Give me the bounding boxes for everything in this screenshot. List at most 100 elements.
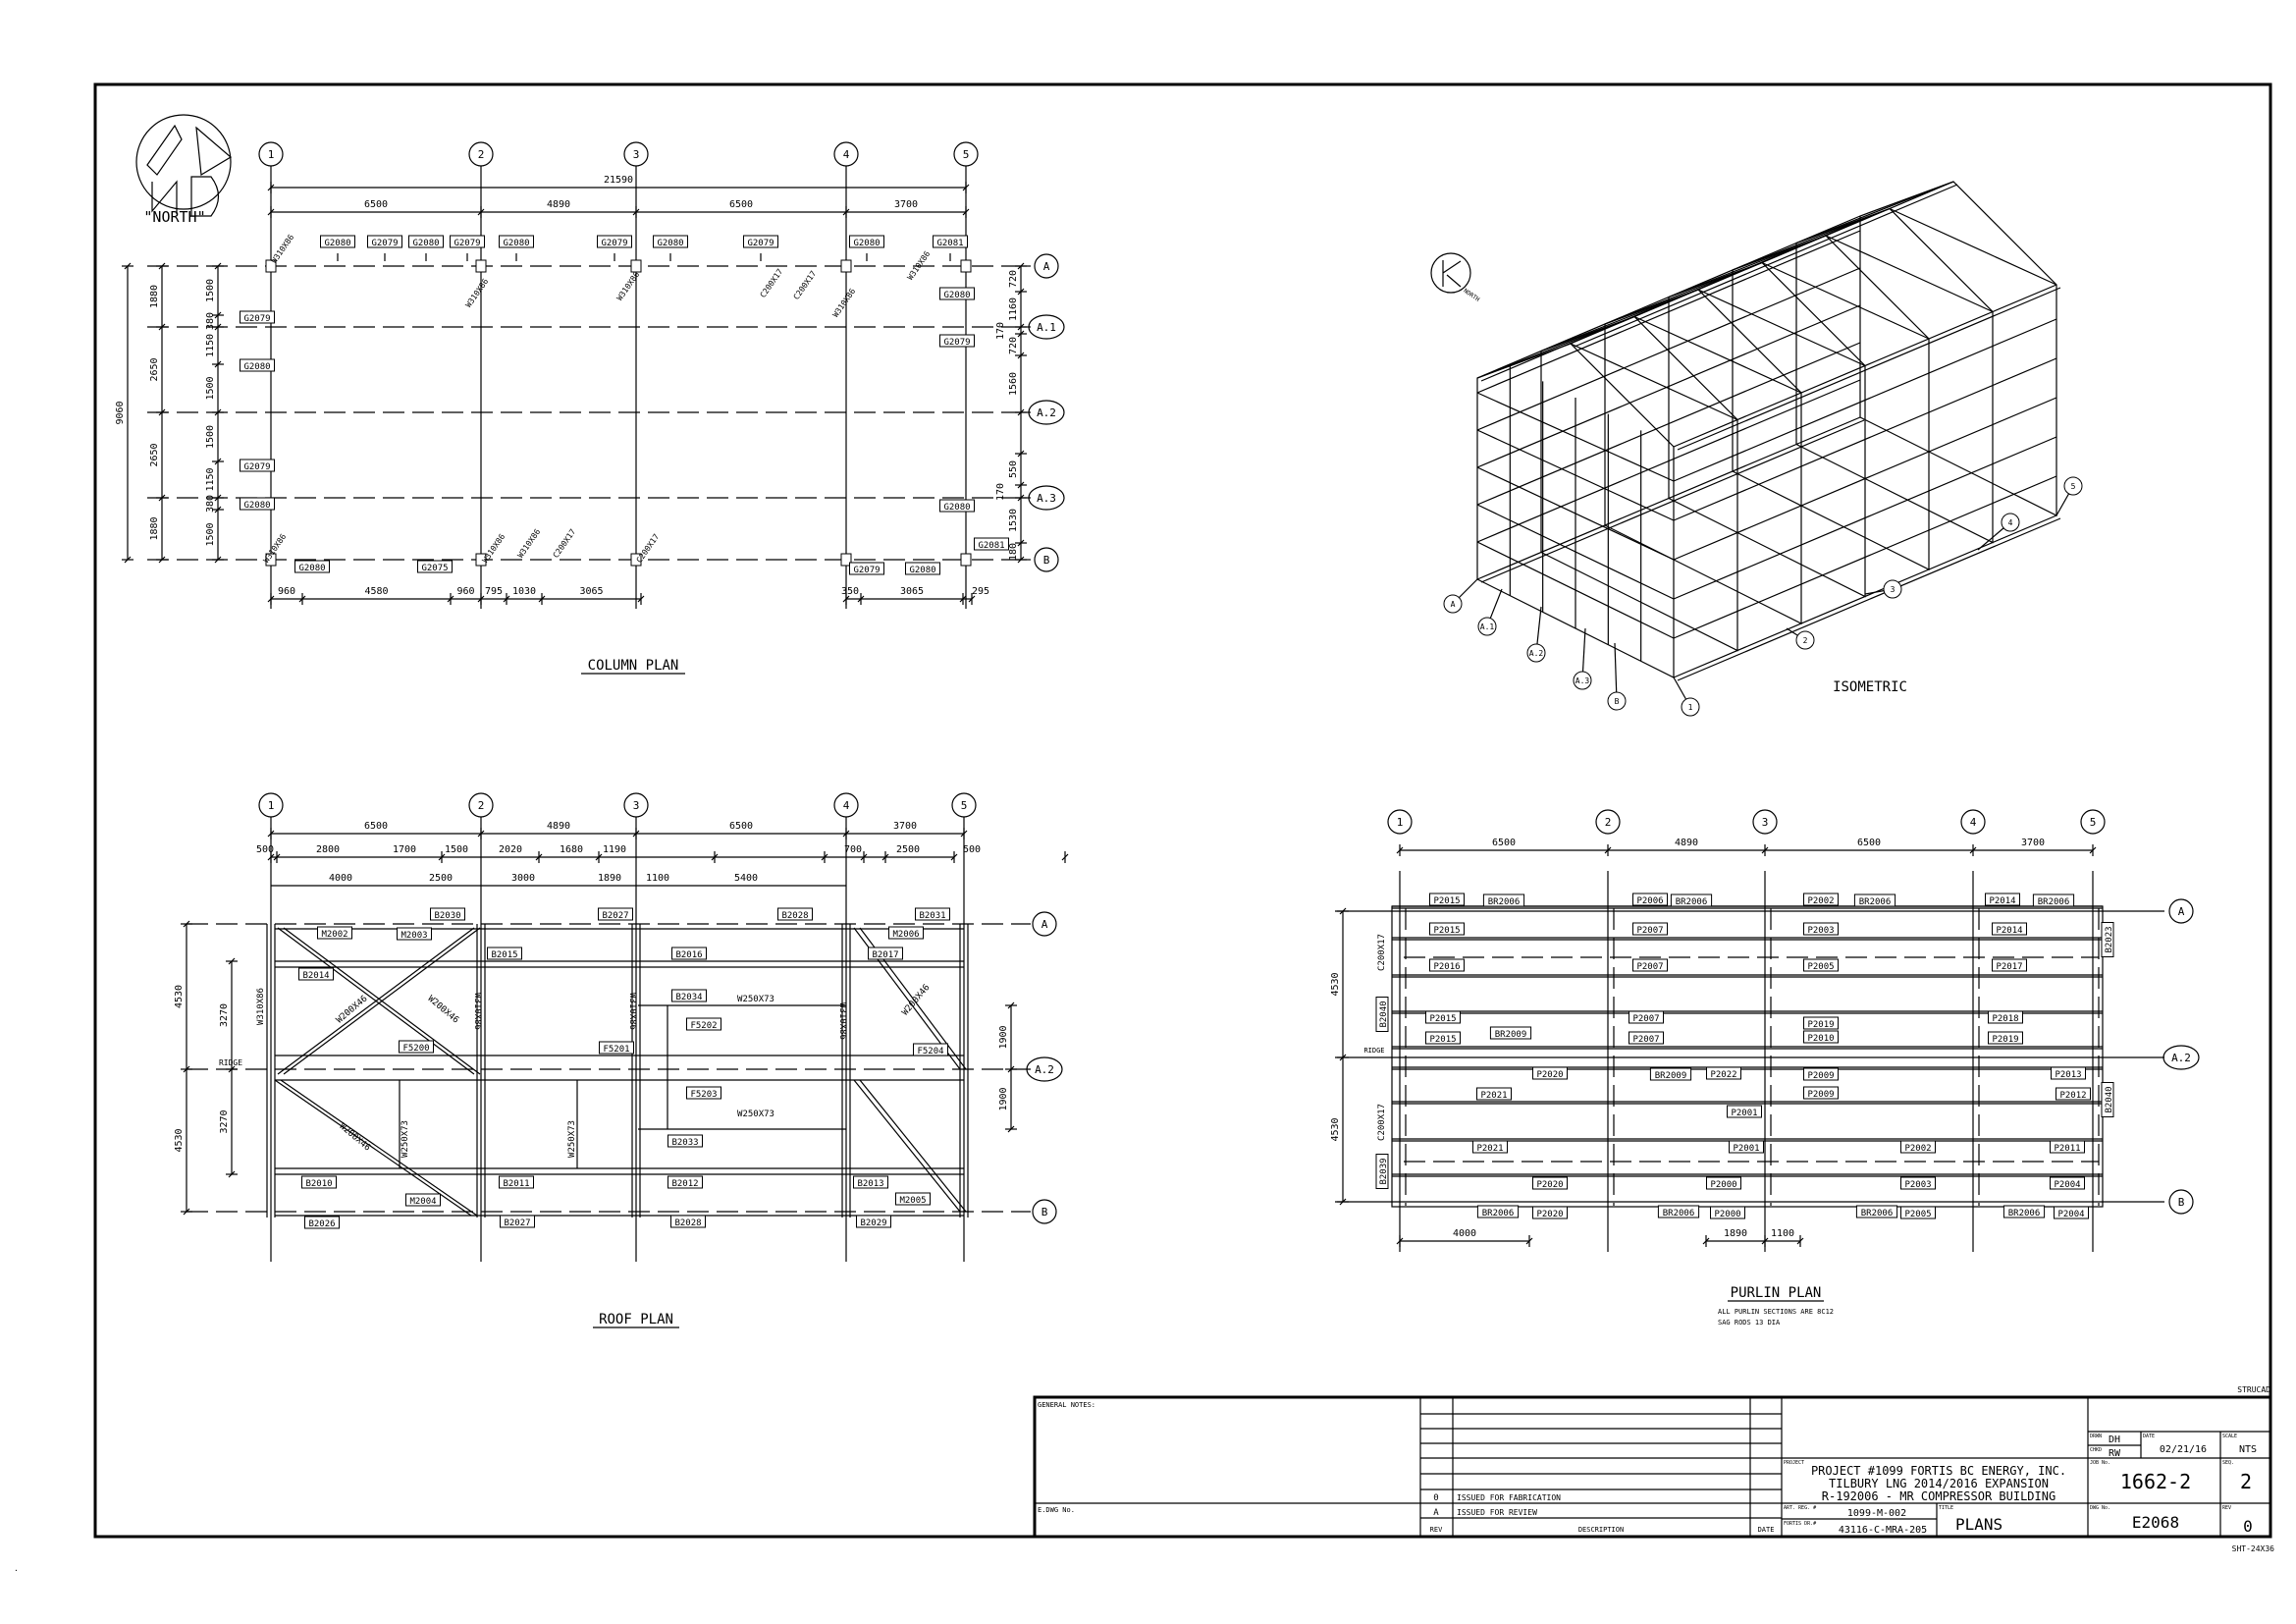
dim-left-inner: 1150 [205,467,216,491]
dim-tick [1339,1054,1347,1061]
member-tag-box [304,1216,340,1229]
purlin-member-tag: P2000 [1710,1206,1745,1219]
grid-bubble [1595,809,1621,835]
dimension-value: 500 [963,844,981,855]
member-tag-label: BR2006 [1861,1209,1894,1218]
member-tag-label: G2081 [978,541,1004,551]
member-tag-label: B2040 [2105,1086,2114,1112]
dimension-value: 1500 [445,844,468,855]
job-label: JOB No. [2090,1460,2110,1466]
member-tag-label: P2009 [1807,1090,1834,1100]
member-tag-box [686,1017,721,1031]
member-tag-box [1425,1031,1461,1045]
member-tag-label: BR2006 [1488,897,1521,907]
dim-bay: 3700 [2021,838,2045,848]
sheet-border [93,82,2272,1539]
column-marker [840,259,852,273]
purlin-member-tag: P2017 [1992,958,2027,972]
dim-tick [273,853,281,861]
member-tag-label: G2079 [747,239,774,248]
iso-north-arrow-icon [1430,252,1471,294]
seq-label: SEQ. [2222,1460,2234,1466]
member-tag-label: BR2006 [2008,1209,2041,1218]
member-tag-box [301,1175,337,1189]
roof-member-tag: B2030 [430,907,465,921]
column-tag: G2080 [849,235,884,248]
dim-tick [1339,1198,1347,1206]
roof-brace [1570,343,1738,421]
grid-bubble [1607,691,1627,711]
member-tag-box [1476,1205,1520,1218]
member-tag-label: P2020 [1536,1210,1563,1219]
member-tag-box [888,926,924,940]
member-tag-label: F5202 [690,1021,717,1031]
dim-tick [1017,494,1025,502]
column-tag: G2080 [320,235,355,248]
dim-bay: 6500 [1857,838,1881,848]
member-tag-label: P2009 [1807,1071,1834,1081]
dim-right: 1160 [1008,298,1019,321]
grid-bubble-1: 1 [268,148,275,161]
purlin-member-tag: P2001 [1729,1140,1764,1154]
purlin-member-tag: P2022 [1706,1066,1741,1080]
member-size-label: C200X17 [552,527,578,560]
dim-bay: 6500 [729,821,753,832]
member-tag-label: P2003 [1807,926,1834,936]
member-tag-label: P2014 [1996,926,2022,936]
roof-member-tag: B2031 [915,907,950,921]
member-size-label: W200X46 [338,1121,372,1153]
purlin-member-tag: BR2006 [2002,1205,2046,1218]
grid-bubble [1883,579,1902,599]
purlin-member-tag: P2011 [2050,1140,2085,1154]
row-bubble-A: A [1043,260,1050,273]
roof-member-tag: B2014 [298,967,334,981]
dim-tick [214,360,222,368]
grid-bubble [1573,671,1592,690]
dim-bay: 6500 [729,199,753,210]
description-header: DESCRIPTION [1578,1526,1624,1534]
date-label: DATE [2143,1434,2155,1439]
grid-bubble [1032,911,1057,937]
member-size-label: W310X86 [615,270,642,302]
dim-bottom: 1890 [1724,1228,1747,1239]
iso-north-label: NORTH [1462,288,1480,303]
girt [1673,318,2057,482]
member-tag-box [670,1215,706,1228]
member-tag-label: P2007 [1636,962,1663,972]
member-tag-box [1803,1067,1839,1081]
member-tag-label: BR2006 [1859,897,1892,907]
member-tag-label: P2020 [1536,1180,1563,1190]
member-tag-label: B2039 [1379,1158,1389,1184]
column-tag: G2079 [450,235,485,248]
dim-tick [962,184,970,191]
revision-a-description: ISSUED FOR REVIEW [1457,1508,1537,1517]
dim-tick [183,1065,190,1073]
member-tag-label: BR2006 [2038,897,2070,907]
purlin-member-tag: P2014 [1985,893,2020,906]
member-tag-box [1710,1206,1745,1219]
column-tag: G2081 [933,235,968,248]
member-size-label: W310X86 [516,527,543,560]
member-tag-box [1657,1205,1700,1218]
dim-tick [214,458,222,465]
member-tag-box [240,497,275,511]
member-tag-label: P2015 [1433,896,1460,906]
member-tag-box [598,907,633,921]
scale-value: NTS [2239,1444,2257,1455]
member-tag-label: B2033 [671,1138,698,1148]
purlin-note: SAG RODS 13 DIA [1718,1319,1781,1326]
member-tag-label: P2014 [1989,896,2015,906]
grid-bubble-1: 1 [1397,816,1404,829]
column-tag: G2080 [939,287,975,300]
purlin-member-tag: P2007 [1632,922,1668,936]
dim-tick [1017,352,1025,359]
view-title-purlin-plan: PURLIN PLAN [1731,1285,1822,1301]
dim-bay: 6500 [364,199,388,210]
member-tag-box [1900,1176,1936,1190]
longitudinal-member [1677,287,2061,451]
column-tag: G2079 [939,334,975,348]
roof-member-tag: F5200 [399,1040,434,1054]
girt [1476,541,1675,639]
